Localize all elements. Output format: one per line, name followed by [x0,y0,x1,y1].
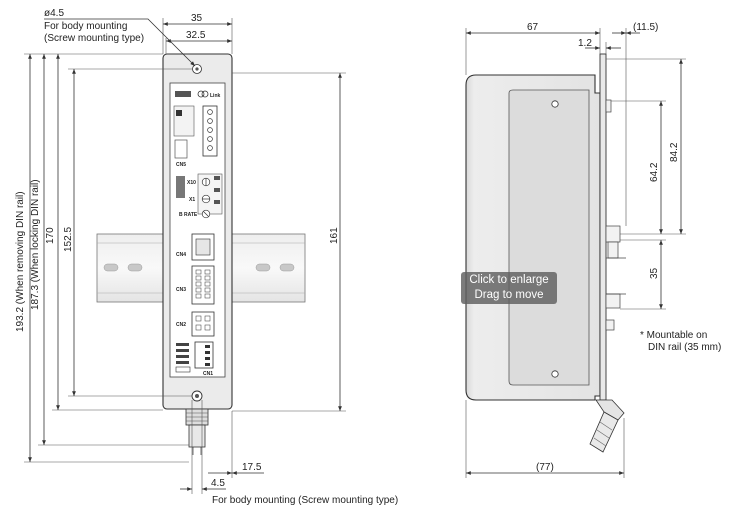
side-view: 67 (11.5) 1.2 84.2 64.2 [465,22,721,478]
dim-17-5: 17.5 [208,411,264,478]
svg-text:(77): (77) [536,462,554,473]
dim-67: 67 [465,22,601,75]
front-view: Link CN5 [15,8,398,506]
label-cn2: CN2 [176,322,186,328]
label-x1: X1 [189,197,195,203]
dim-84-2: 84.2 [606,58,686,235]
dim-187-3: 187.3 (When locking DIN rail) [30,54,189,446]
dim-64-2: 64.2 [611,100,666,234]
controller-body: Link CN5 [162,53,233,410]
svg-text:17.5: 17.5 [242,462,262,473]
drag-label: Drag to move [474,289,544,301]
side-cable [589,399,625,453]
logo [175,91,191,97]
dim-width-32-5: 32.5 [165,30,232,54]
svg-text:ø4.5: ø4.5 [44,8,64,19]
svg-text:187.3 (When locking DIN rail): 187.3 (When locking DIN rail) [30,179,41,310]
dim-77: (77) [465,400,625,478]
svg-text:For body mounting: For body mounting [44,21,127,32]
svg-text:170: 170 [45,227,56,244]
dim-152-5: 152.5 [63,68,192,397]
svg-text:1.2: 1.2 [578,38,592,49]
connector-cn4 [191,233,215,261]
label-x10: X10 [187,180,196,186]
din-rail-note-2: DIN rail (35 mm) [648,342,721,353]
terminal-block-cn5 [202,105,218,157]
svg-text:(Screw mounting type): (Screw mounting type) [44,33,144,44]
dim-4-5: 4.5 For body mounting (Screw mounting ty… [180,400,398,506]
label-cn3: CN3 [176,287,186,293]
connector-cn3 [191,265,215,305]
dim-35: 35 [620,239,666,310]
dim-170: 170 [45,54,163,411]
label-cn5: CN5 [176,162,186,168]
svg-text:(11.5): (11.5) [633,22,658,33]
dim-193-2: 193.2 (When removing DIN rail) [15,53,189,463]
din-rail-note: * Mountable on [640,330,707,341]
label-brate: B RATE [179,212,198,218]
label-cn1: CN1 [203,371,213,377]
enlarge-overlay-button[interactable]: Click to enlarge Drag to move [461,272,557,304]
bottom-note: For body mounting (Screw mounting type) [212,495,398,506]
connector-cn1 [175,341,214,373]
svg-text:35: 35 [649,267,660,279]
cc-link-logo: Link [197,90,220,99]
svg-text:Link: Link [210,93,220,99]
label-cn4: CN4 [176,252,186,258]
svg-text:193.2 (When removing DIN rail): 193.2 (When removing DIN rail) [15,191,26,332]
din-clip [605,99,626,331]
svg-text:84.2: 84.2 [669,142,680,162]
dim-161: 161 [232,72,346,412]
svg-text:32.5: 32.5 [186,30,206,41]
svg-text:35: 35 [191,13,203,24]
hole-callout: ø4.5 For body mounting (Screw mounting t… [44,8,196,67]
svg-text:4.5: 4.5 [211,478,225,489]
dim-1-2: 1.2 [578,38,621,54]
cable-gland [185,408,209,455]
rotary-switches [197,173,223,219]
svg-text:161: 161 [329,227,340,244]
enlarge-label: Click to enlarge [469,274,549,286]
svg-text:64.2: 64.2 [649,162,660,182]
connector-cn2 [191,311,215,337]
svg-text:67: 67 [527,22,539,33]
dim-11-5: (11.5) [612,22,658,226]
svg-text:152.5: 152.5 [63,227,74,252]
dim-width-35: 35 [162,13,233,54]
